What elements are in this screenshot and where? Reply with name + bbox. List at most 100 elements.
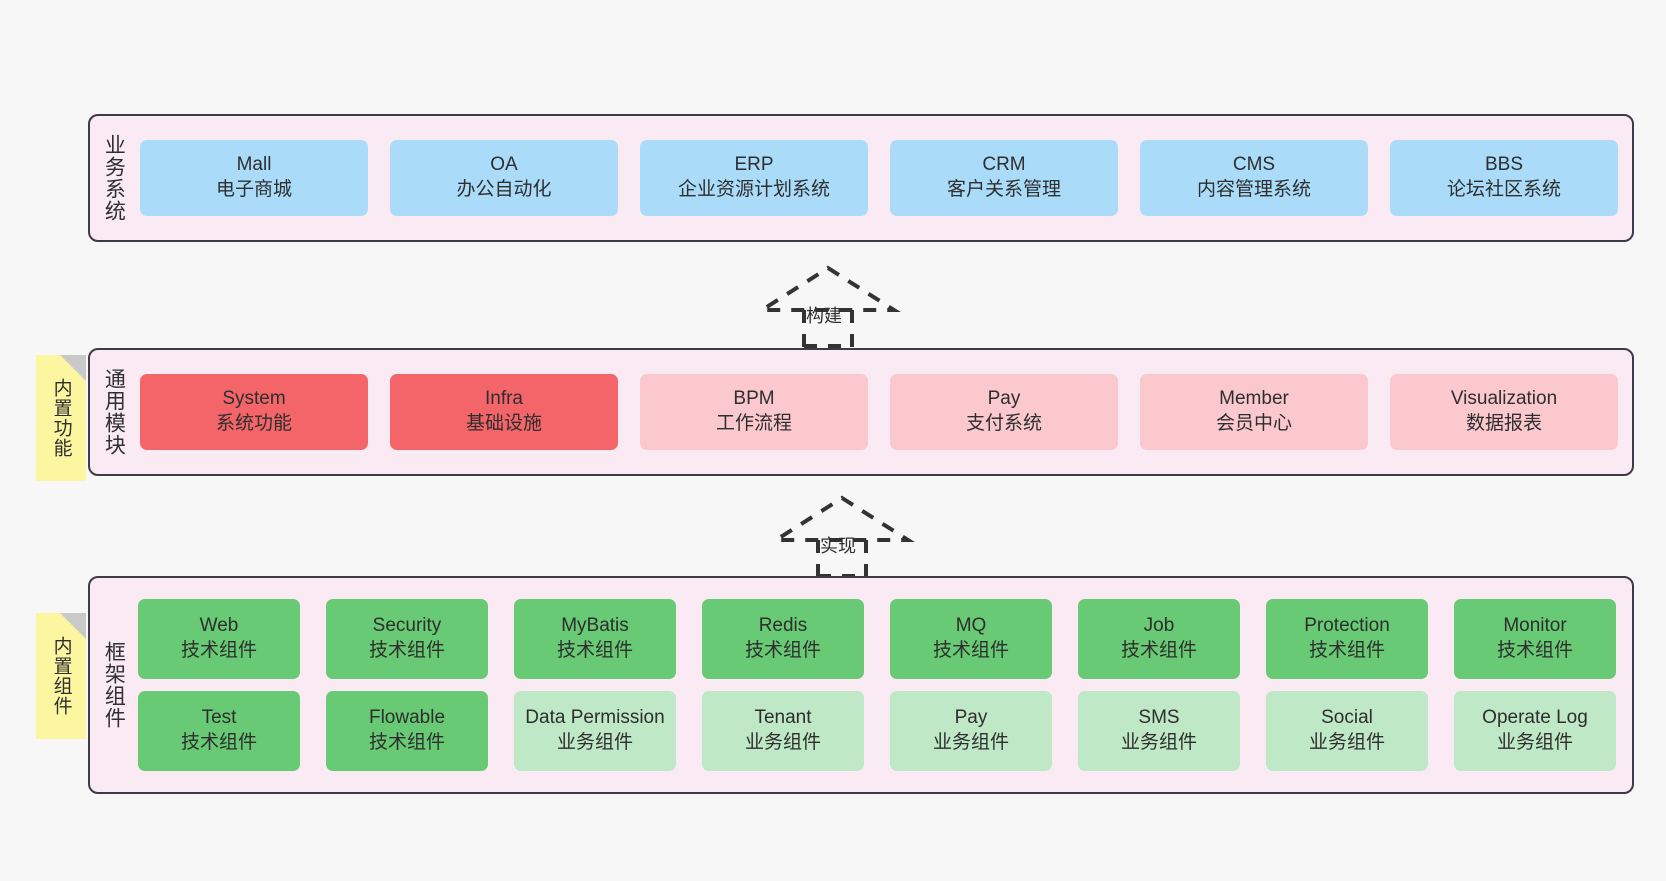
module-card-infra[interactable]: Infra 基础设施 — [390, 374, 618, 450]
module-desc: 系统功能 — [215, 413, 292, 434]
note-label: 内置功能 — [50, 378, 72, 458]
module-card-member[interactable]: Member 会员中心 — [1140, 374, 1368, 450]
module-desc: 支付系统 — [965, 413, 1042, 434]
component-desc: 技术组件 — [368, 640, 445, 661]
note-tab-builtin-function: 内置功能 — [36, 355, 86, 481]
layer-body-business-systems: Mall 电子商城 OA 办公自动化 ERP 企业资源计划系统 CRM 客户关系… — [136, 116, 1632, 240]
module-name: CRM — [982, 154, 1026, 176]
module-card-visualization[interactable]: Visualization 数据报表 — [1390, 374, 1618, 450]
layer-row: Web 技术组件 Security 技术组件 MyBatis 技术组件 Redi… — [138, 599, 1616, 679]
component-card-monitor[interactable]: Monitor 技术组件 — [1454, 599, 1616, 679]
folded-corner-icon — [60, 613, 86, 639]
component-name: Data Permission — [525, 707, 665, 729]
module-desc: 基础设施 — [465, 413, 542, 434]
component-card-security[interactable]: Security 技术组件 — [326, 599, 488, 679]
component-name: Protection — [1304, 615, 1390, 637]
module-desc: 客户关系管理 — [946, 179, 1061, 200]
connector-label-implement: 实现 — [820, 536, 856, 556]
note-tab-builtin-component: 内置组件 — [36, 613, 86, 739]
module-desc: 内容管理系统 — [1196, 179, 1311, 200]
layer-body-common-modules: System 系统功能 Infra 基础设施 BPM 工作流程 Pay 支付系统… — [136, 350, 1632, 474]
component-desc: 技术组件 — [180, 640, 257, 661]
component-name: Pay — [954, 707, 988, 729]
component-desc: 技术组件 — [1496, 640, 1573, 661]
component-desc: 技术组件 — [1308, 640, 1385, 661]
module-card-bbs[interactable]: BBS 论坛社区系统 — [1390, 140, 1618, 216]
component-name: SMS — [1138, 707, 1180, 729]
module-desc: 电子商城 — [215, 179, 292, 200]
module-card-erp[interactable]: ERP 企业资源计划系统 — [640, 140, 868, 216]
layer-row: Test 技术组件 Flowable 技术组件 Data Permission … — [138, 691, 1616, 771]
component-name: MyBatis — [561, 615, 629, 637]
layer-title-business-systems: 业务系统 — [102, 134, 126, 222]
note-label: 内置组件 — [50, 636, 72, 716]
component-name: Operate Log — [1482, 707, 1588, 729]
component-card-mq[interactable]: MQ 技术组件 — [890, 599, 1052, 679]
module-desc: 办公自动化 — [456, 179, 552, 200]
component-desc: 业务组件 — [556, 732, 633, 753]
module-name: Visualization — [1450, 388, 1558, 410]
component-name: MQ — [955, 615, 987, 637]
component-desc: 业务组件 — [932, 732, 1009, 753]
component-name: Social — [1321, 707, 1373, 729]
component-card-data-permission[interactable]: Data Permission 业务组件 — [514, 691, 676, 771]
module-card-pay[interactable]: Pay 支付系统 — [890, 374, 1118, 450]
component-name: Tenant — [754, 707, 812, 729]
component-card-redis[interactable]: Redis 技术组件 — [702, 599, 864, 679]
component-desc: 技术组件 — [744, 640, 821, 661]
component-desc: 业务组件 — [1120, 732, 1197, 753]
module-card-mall[interactable]: Mall 电子商城 — [140, 140, 368, 216]
layer-body-framework-components: Web 技术组件 Security 技术组件 MyBatis 技术组件 Redi… — [136, 578, 1632, 792]
module-card-crm[interactable]: CRM 客户关系管理 — [890, 140, 1118, 216]
module-name: OA — [490, 154, 518, 176]
module-card-cms[interactable]: CMS 内容管理系统 — [1140, 140, 1368, 216]
module-card-oa[interactable]: OA 办公自动化 — [390, 140, 618, 216]
module-name: Pay — [987, 388, 1021, 410]
connector-implement: 实现 — [769, 492, 915, 578]
layer-row: Mall 电子商城 OA 办公自动化 ERP 企业资源计划系统 CRM 客户关系… — [140, 140, 1618, 216]
module-card-system[interactable]: System 系统功能 — [140, 374, 368, 450]
component-card-flowable[interactable]: Flowable 技术组件 — [326, 691, 488, 771]
component-card-social[interactable]: Social 业务组件 — [1266, 691, 1428, 771]
layer-business-systems: 业务系统 Mall 电子商城 OA 办公自动化 ERP 企业资源计划系统 CRM… — [88, 114, 1634, 242]
component-name: Flowable — [368, 707, 446, 729]
layer-framework-components: 框架组件 Web 技术组件 Security 技术组件 MyBatis 技术组件… — [88, 576, 1634, 794]
module-name: BPM — [733, 388, 775, 410]
dashed-generalization-arrow-icon — [755, 265, 901, 348]
component-card-protection[interactable]: Protection 技术组件 — [1266, 599, 1428, 679]
component-name: Redis — [758, 615, 808, 637]
component-name: Web — [199, 615, 239, 637]
component-card-test[interactable]: Test 技术组件 — [138, 691, 300, 771]
module-name: Member — [1219, 388, 1289, 410]
module-name: BBS — [1484, 154, 1524, 176]
component-card-operate-log[interactable]: Operate Log 业务组件 — [1454, 691, 1616, 771]
module-card-bpm[interactable]: BPM 工作流程 — [640, 374, 868, 450]
module-name: Mall — [236, 154, 272, 176]
layer-title-common-modules: 通用模块 — [102, 368, 126, 456]
module-desc: 企业资源计划系统 — [677, 179, 830, 200]
module-desc: 论坛社区系统 — [1446, 179, 1561, 200]
module-desc: 会员中心 — [1215, 413, 1292, 434]
module-name: CMS — [1232, 154, 1276, 176]
layer-common-modules: 通用模块 System 系统功能 Infra 基础设施 BPM 工作流程 Pay… — [88, 348, 1634, 476]
component-desc: 技术组件 — [1120, 640, 1197, 661]
module-desc: 数据报表 — [1465, 413, 1542, 434]
component-desc: 技术组件 — [556, 640, 633, 661]
component-name: Test — [201, 707, 237, 729]
layer-row: System 系统功能 Infra 基础设施 BPM 工作流程 Pay 支付系统… — [140, 374, 1618, 450]
component-desc: 技术组件 — [180, 732, 257, 753]
component-card-mybatis[interactable]: MyBatis 技术组件 — [514, 599, 676, 679]
component-card-web[interactable]: Web 技术组件 — [138, 599, 300, 679]
folded-corner-icon — [60, 355, 86, 381]
component-card-sms[interactable]: SMS 业务组件 — [1078, 691, 1240, 771]
component-card-tenant[interactable]: Tenant 业务组件 — [702, 691, 864, 771]
module-name: System — [222, 388, 286, 410]
component-desc: 技术组件 — [932, 640, 1009, 661]
component-card-job[interactable]: Job 技术组件 — [1078, 599, 1240, 679]
component-card-pay[interactable]: Pay 业务组件 — [890, 691, 1052, 771]
component-desc: 业务组件 — [1496, 732, 1573, 753]
connector-build: 构建 — [755, 262, 901, 348]
component-desc: 业务组件 — [744, 732, 821, 753]
module-name: ERP — [734, 154, 774, 176]
